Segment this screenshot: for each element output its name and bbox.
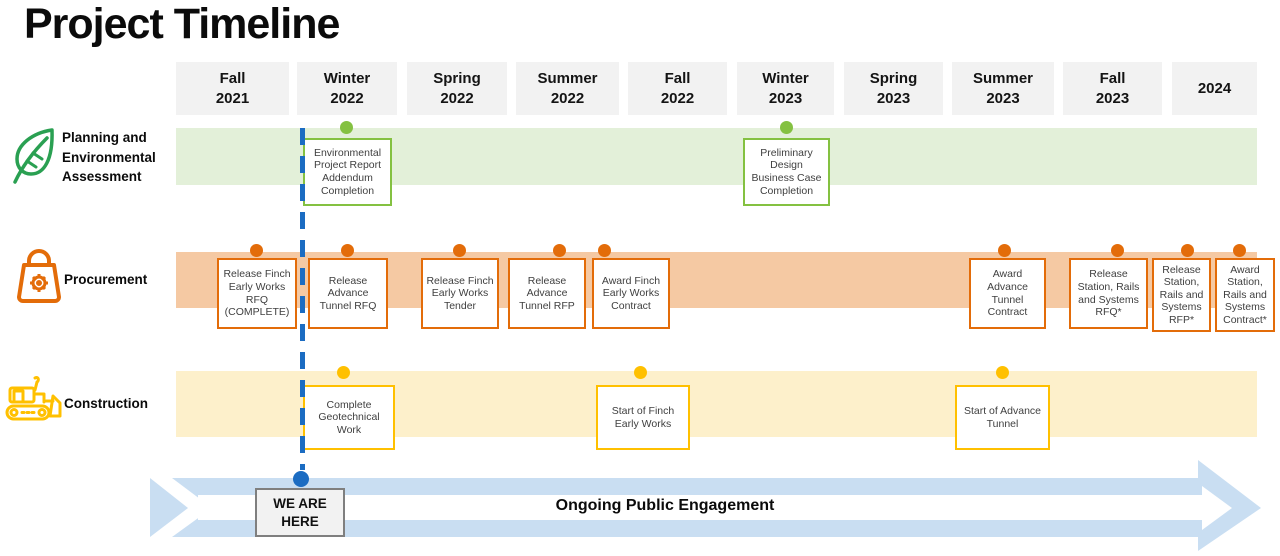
column-year: 2023 [768, 89, 803, 107]
timeline-column-winter-2022: Winter 2022 [297, 62, 397, 115]
column-season: Winter [762, 70, 809, 87]
milestone-box: Complete Geotechnical Work [303, 385, 395, 450]
milestone-dot [634, 366, 647, 379]
milestone-dot [1111, 244, 1124, 257]
milestone-dot [780, 121, 793, 134]
current-date-dot [293, 471, 309, 487]
arrow-inner-stripe [198, 495, 1203, 520]
milestone-dot [598, 244, 611, 257]
milestone-box: Release Advance Tunnel RFQ [308, 258, 388, 329]
column-year: 2022 [660, 89, 695, 107]
arrow-inner-head [1202, 486, 1232, 530]
column-year: 2023 [986, 89, 1020, 107]
column-year: 2022 [330, 89, 364, 107]
milestone-box: Release Finch Early Works Tender [421, 258, 499, 329]
milestone-dot [996, 366, 1009, 379]
column-season: Summer [972, 70, 1034, 87]
timeline-column-spring-2022: Spring 2022 [407, 62, 507, 115]
column-year: 2024 [1197, 79, 1232, 97]
timeline-column-2024: 2024 [1172, 62, 1257, 115]
timeline-column-spring-2023: Spring 2023 [844, 62, 943, 115]
column-season: Winter [323, 70, 371, 87]
timeline-column-fall-2023: Fall 2023 [1063, 62, 1162, 115]
leaf-icon [13, 128, 54, 184]
column-year: 2023 [1095, 89, 1130, 107]
page-title: Project Timeline [24, 0, 340, 48]
milestone-dot [453, 244, 466, 257]
row-label-planning: Planning and Environmental Assessment [62, 130, 156, 185]
milestone-dot [553, 244, 566, 257]
milestone-box: Release Finch Early Works RFQ (COMPLETE) [217, 258, 297, 329]
milestone-box: Environmental Project Report Addendum Co… [303, 138, 392, 206]
milestone-box: Award Finch Early Works Contract [592, 258, 670, 329]
current-date-dashed-line [300, 128, 305, 470]
column-year: 2021 [215, 89, 250, 107]
row-label-procurement: Procurement [64, 272, 148, 287]
milestone-dot [337, 366, 350, 379]
milestone-box: Preliminary Design Business Case Complet… [743, 138, 830, 206]
column-year: 2022 [440, 89, 474, 107]
milestone-dot [250, 244, 263, 257]
milestone-box: Release Station, Rails and Systems RFP* [1152, 258, 1211, 332]
we-are-here-marker: WE ARE HERE [255, 488, 345, 537]
milestone-dot [340, 121, 353, 134]
ongoing-engagement-label: Ongoing Public Engagement [555, 497, 775, 514]
milestone-box: Award Station, Rails and Systems Contrac… [1215, 258, 1275, 332]
bulldozer-icon [5, 376, 62, 421]
milestone-box: Start of Advance Tunnel [955, 385, 1050, 450]
column-season: Summer [537, 70, 598, 87]
milestone-dot [341, 244, 354, 257]
column-season: Spring [433, 70, 481, 87]
row-label-construction: Construction [64, 396, 148, 411]
column-year: 2022 [550, 89, 585, 107]
timeline-column-fall-2022: Fall 2022 [628, 62, 727, 115]
milestone-box: Start of Finch Early Works [596, 385, 690, 450]
column-season: Fall [664, 70, 691, 87]
timeline-column-fall-2021: Fall 2021 [176, 62, 289, 115]
column-season: Fall [1099, 70, 1126, 87]
milestone-dot [1233, 244, 1246, 257]
procurement-bag-icon [17, 249, 61, 303]
column-year: 2023 [876, 89, 911, 107]
timeline-column-summer-2022: Summer 2022 [516, 62, 619, 115]
milestone-box: Award Advance Tunnel Contract [969, 258, 1046, 329]
milestone-box: Release Advance Tunnel RFP [508, 258, 586, 329]
milestone-dot [1181, 244, 1194, 257]
milestone-box: Release Station, Rails and Systems RFQ* [1069, 258, 1148, 329]
timeline-column-summer-2023: Summer 2023 [952, 62, 1054, 115]
column-season: Spring [869, 70, 918, 87]
arrow-tail-chevron [150, 478, 188, 537]
column-season: Fall [219, 70, 246, 87]
timeline-column-winter-2023: Winter 2023 [737, 62, 834, 115]
milestone-dot [998, 244, 1011, 257]
